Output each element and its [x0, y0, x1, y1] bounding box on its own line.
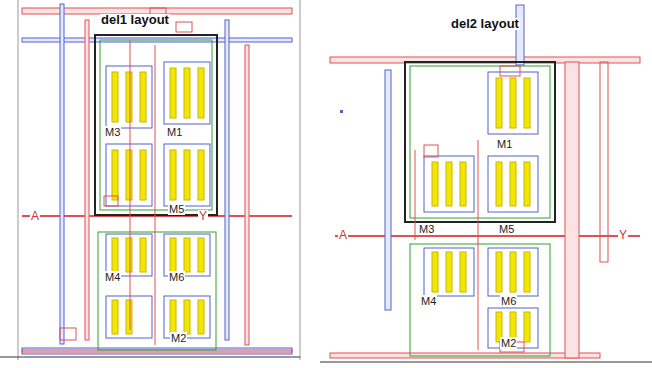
- transistor-label: M4: [420, 295, 437, 307]
- transistor-label: M3: [104, 126, 121, 138]
- layout-title: del1 layout: [100, 14, 170, 26]
- layout-title: del2 layout: [450, 18, 520, 30]
- transistor-label: M2: [170, 332, 187, 344]
- transistor-label: M2: [500, 337, 517, 349]
- transistor-label: M1: [166, 126, 183, 138]
- transistor-label: M1: [496, 138, 513, 150]
- transistor-label: M6: [500, 295, 517, 307]
- pin-label: Y: [618, 229, 628, 241]
- pin-label: A: [338, 229, 348, 241]
- pin-label: A: [30, 210, 40, 222]
- transistor-label: M6: [168, 271, 185, 283]
- pin-label: Y: [198, 210, 208, 222]
- transistor-label: M3: [418, 223, 435, 235]
- transistor-label: M5: [498, 223, 515, 235]
- transistor-label: M4: [104, 271, 121, 283]
- transistor-label: M5: [168, 203, 185, 215]
